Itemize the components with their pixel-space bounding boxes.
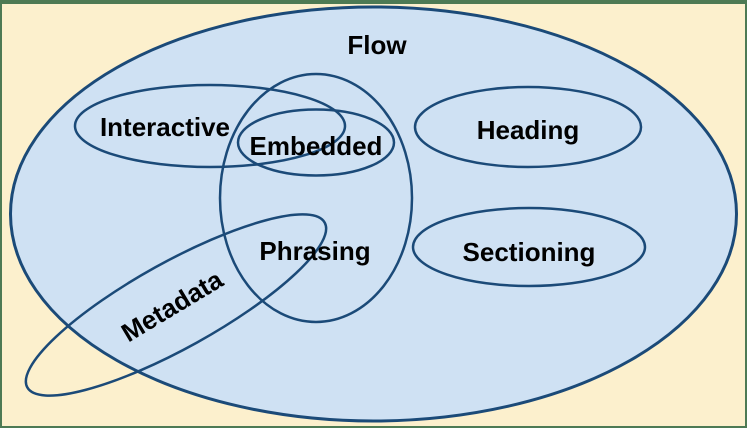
embedded-set-ellipse (236, 108, 396, 177)
metadata-set-ellipse (24, 213, 328, 397)
sectioning-set-ellipse (411, 206, 647, 288)
flow-set-ellipse (9, 5, 738, 423)
heading-label: Heading (477, 115, 580, 145)
phrasing-set-ellipse (218, 72, 414, 324)
sectioning-label: Sectioning (463, 237, 596, 267)
embedded-label: Embedded (250, 131, 383, 161)
interactive-set-ellipse (73, 83, 347, 169)
heading-set-ellipse (413, 85, 643, 169)
interactive-label: Interactive (100, 112, 230, 142)
flow-label: Flow (347, 30, 407, 60)
phrasing-label: Phrasing (259, 236, 370, 266)
